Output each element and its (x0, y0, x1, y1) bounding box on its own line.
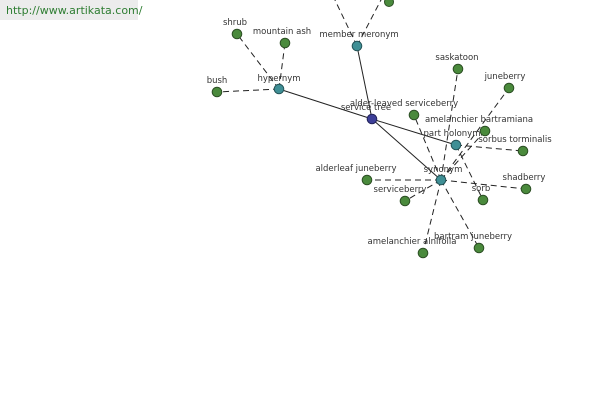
graph-label-serviceberry[interactable]: serviceberry (374, 185, 427, 195)
edge-synonym-bartram-juneberry (440, 179, 480, 249)
graph-node-synonym[interactable] (435, 174, 447, 186)
graph-node-mountain-ash[interactable] (279, 37, 291, 49)
url-banner: http://www.artikata.com/ (0, 0, 142, 20)
graph-node-member-meronym[interactable] (351, 40, 363, 52)
graph-node-bartram-juneberry[interactable] (473, 242, 485, 254)
graph-node-shrub[interactable] (231, 28, 243, 40)
edge-synonym-amelanchier-alnifolia (422, 179, 442, 254)
edge-synonym-juneberry (440, 87, 510, 181)
graph-label-amelanchier-alnifolia[interactable]: amelanchier alnifolia (368, 237, 457, 247)
edge-hypernym-bush (216, 88, 280, 93)
graph-labels: shrub mountain ash bush saskatoon juneberry a… (207, 18, 553, 247)
graph-label-alder-leaved-serviceberry[interactable]: alder-leaved serviceberry (350, 99, 458, 109)
edge-hypernym-mountain-ash (278, 42, 286, 90)
edge-root-part-holonym (371, 118, 457, 146)
graph-label-part-holonym[interactable]: part holonym (424, 129, 481, 139)
edge-root-synonym (371, 118, 442, 181)
graph-node-sorb[interactable] (477, 194, 489, 206)
graph-node-part-holonym[interactable] (450, 139, 462, 151)
graph-label-synonym[interactable]: synonym (424, 165, 463, 175)
edge-synonym-alder-leaved-serviceberry (413, 114, 442, 181)
edge-part-holonym-sorb (455, 144, 484, 201)
graph-label-sorbus-torminalis[interactable]: sorbus torminalis (478, 135, 552, 145)
graph-label-bush[interactable]: bush (207, 76, 228, 86)
edge-root-member-meronym (356, 45, 373, 120)
graph-node-alderleaf-juneberry[interactable] (361, 174, 373, 186)
graph-edges (216, 0, 527, 254)
graph-label-member-meronym[interactable]: member meronym (319, 30, 398, 40)
edge-part-holonym-sorbus-torminalis (455, 144, 524, 152)
graph-label-shrub[interactable]: shrub (223, 18, 247, 28)
graph-label-hypernym[interactable]: hypernym (257, 74, 300, 84)
graph-node-serviceberry[interactable] (399, 195, 411, 207)
graph-node-hypernym[interactable] (273, 83, 285, 95)
graph-label-service-tree[interactable]: service tree (341, 103, 391, 113)
edge-root-hypernym (278, 88, 373, 120)
edge-synonym-amelanchier-bartramiana (440, 130, 486, 181)
edge-hypernym-shrub (236, 33, 280, 90)
graph-node-juneberry[interactable] (503, 82, 515, 94)
graph-node-amelanchier-alnifolia[interactable] (417, 247, 429, 259)
graph-nodes (211, 0, 532, 259)
graph-label-sorb[interactable]: sorb (472, 184, 491, 194)
edge-member-meronym-offscreen (356, 0, 382, 47)
graph-label-saskatoon[interactable]: saskatoon (435, 53, 478, 63)
graph-label-alderleaf-juneberry[interactable]: alderleaf juneberry (315, 164, 396, 174)
graph-label-mountain-ash[interactable]: mountain ash (253, 27, 311, 37)
graph-node-sorbus-torminalis[interactable] (517, 145, 529, 157)
site-url[interactable]: http://www.artikata.com/ (6, 4, 143, 17)
graph-label-juneberry[interactable]: juneberry (484, 72, 526, 82)
graph-label-amelanchier-bartramiana[interactable]: amelanchier bartramiana (425, 115, 533, 125)
edge-synonym-serviceberry (404, 179, 442, 202)
graph-node-shadberry[interactable] (520, 183, 532, 195)
edge-member-meronym-offscreen (334, 0, 358, 47)
graph-node-saskatoon[interactable] (452, 63, 464, 75)
edge-synonym-saskatoon (440, 68, 459, 181)
graph-node-alder-leaved-serviceberry[interactable] (408, 109, 420, 121)
graph-node-amelanchier-bartramiana[interactable] (479, 125, 491, 137)
graph-label-bartram-juneberry[interactable]: bartram juneberry (434, 232, 512, 242)
edge-synonym-shadberry (440, 179, 527, 190)
graph-node-offscreen[interactable] (384, 0, 394, 7)
graph-node-bush[interactable] (211, 86, 223, 98)
graph-label-shadberry[interactable]: shadberry (503, 173, 546, 183)
graph-node-service-tree[interactable] (366, 113, 378, 125)
